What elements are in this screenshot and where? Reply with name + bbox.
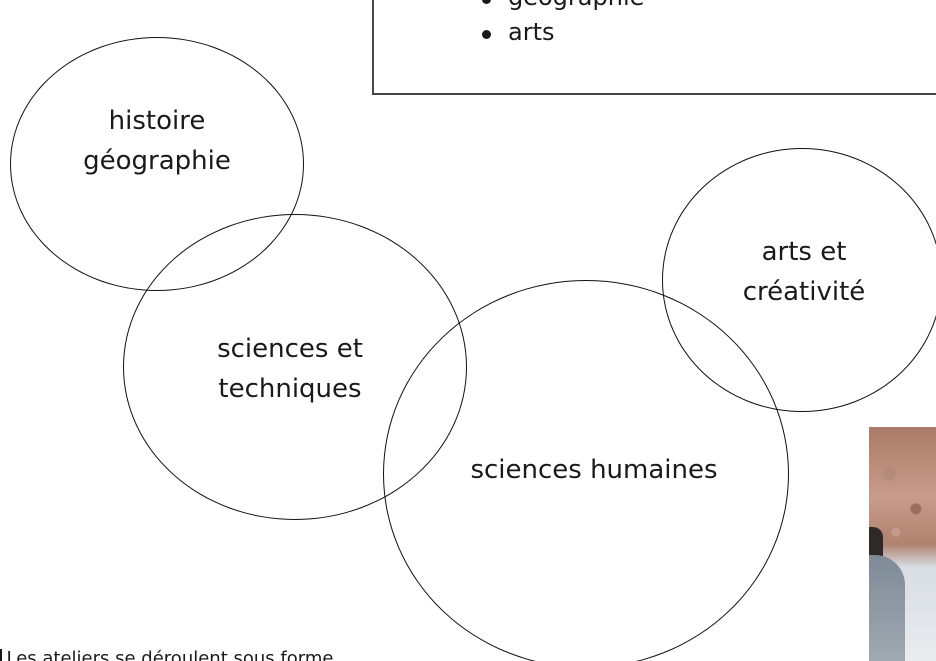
circle-label-sciences-techniques: sciences et techniques	[190, 329, 390, 409]
label-line: arts et	[761, 237, 847, 267]
circle-label-histoire-geographie: histoire géographie	[57, 101, 257, 181]
label-line: créativité	[742, 277, 866, 307]
label-line: sciences et	[217, 334, 363, 364]
paragraph-content: Les ateliers se déroulent sous forme	[6, 648, 334, 661]
label-line: géographie	[83, 146, 231, 176]
label-line: sciences humaines	[470, 455, 718, 485]
list-item: arts	[482, 15, 644, 50]
list-item: géographie	[482, 0, 644, 15]
circle-label-sciences-humaines: sciences humaines	[436, 450, 752, 490]
photo-detail	[869, 555, 905, 661]
paragraph-text[interactable]: Les ateliers se déroulent sous forme	[0, 648, 333, 661]
label-line: histoire	[108, 106, 206, 136]
label-line: techniques	[218, 374, 362, 404]
circle-sciences-humaines	[383, 280, 789, 661]
info-box: géographie arts	[372, 0, 936, 95]
photo-image	[869, 427, 936, 661]
circle-arts-creativite	[662, 148, 936, 412]
circle-label-arts-creativite: arts et créativité	[704, 232, 904, 312]
text-cursor	[0, 649, 2, 661]
subject-list: géographie arts	[482, 0, 644, 50]
